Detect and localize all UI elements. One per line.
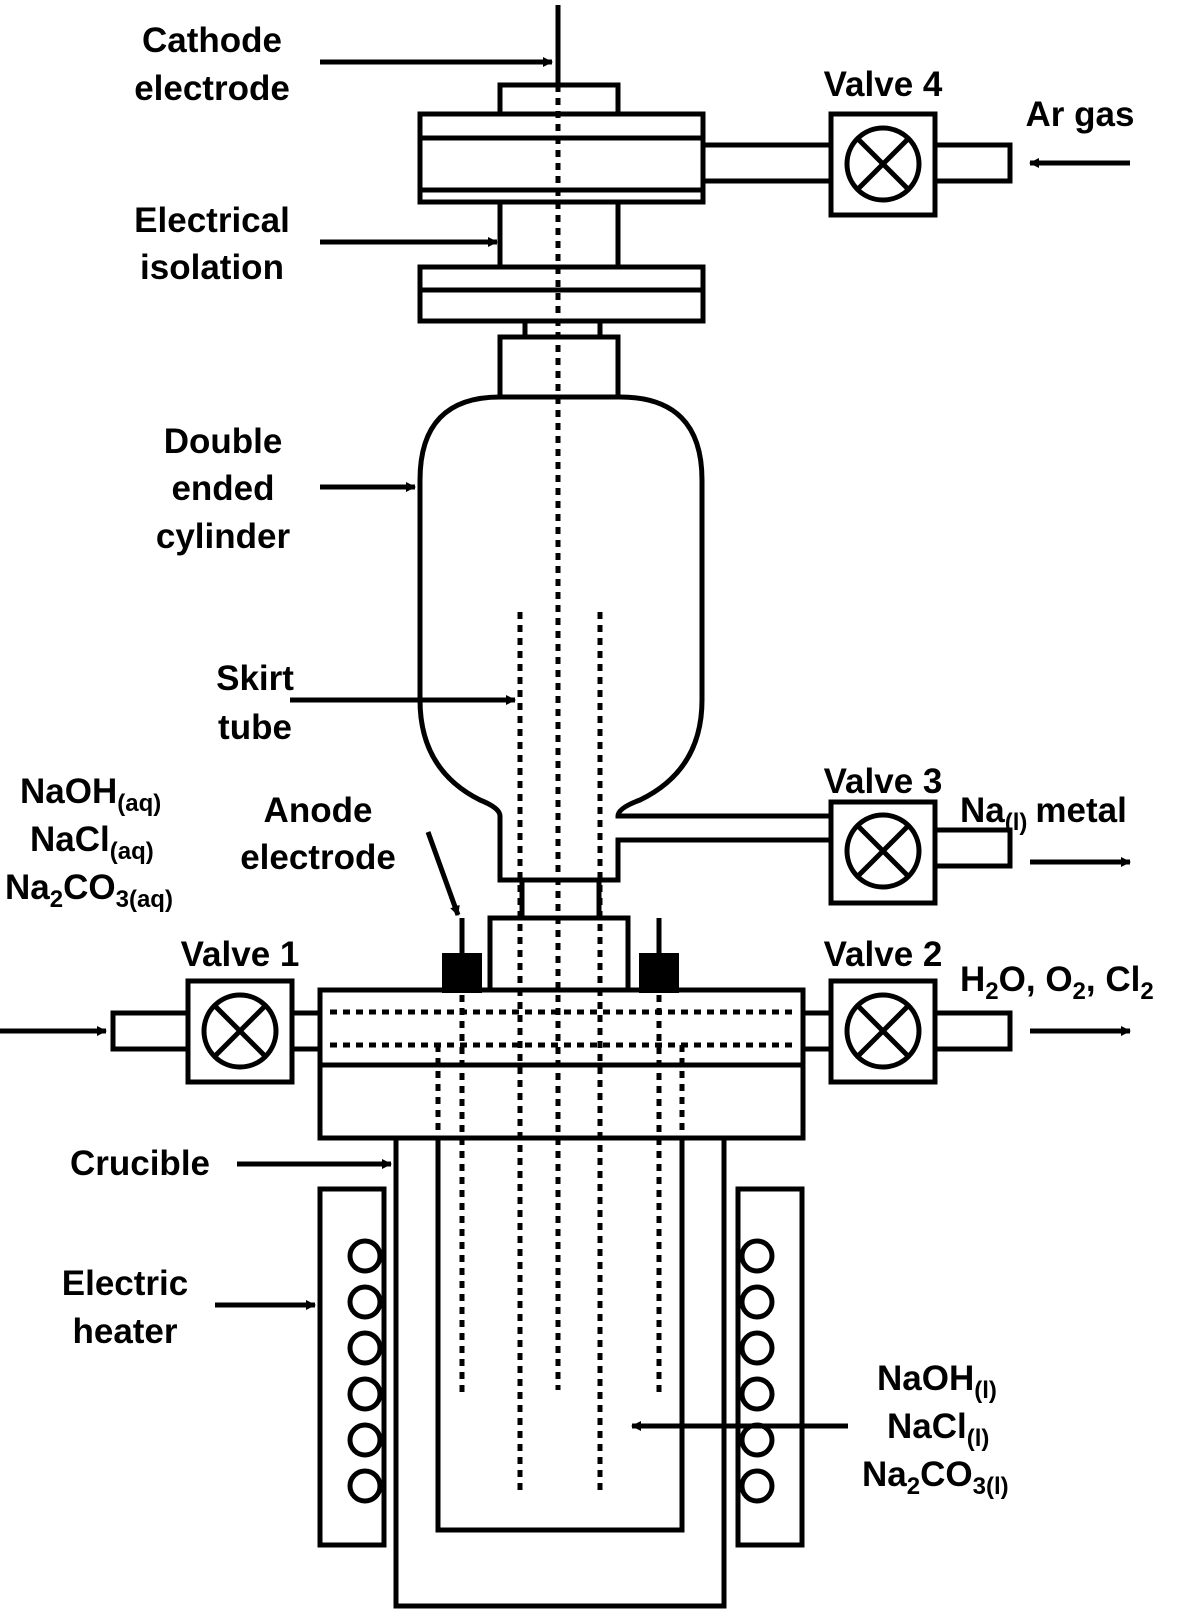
- valve2-pipe-out: [932, 1010, 1013, 1052]
- label-electric-heater: Electric heater: [62, 1264, 188, 1351]
- svg-text:ended: ended: [171, 469, 274, 508]
- label-electrical-isolation: Electrical isolation: [134, 201, 290, 287]
- svg-text:tube: tube: [218, 708, 292, 747]
- label-skirt-tube: Skirt tube: [216, 659, 294, 747]
- valve1-pipe-in: [110, 1010, 191, 1052]
- label-na-metal: Na(l)metal: [960, 791, 1127, 836]
- svg-text:Double: Double: [164, 422, 283, 461]
- svg-text:Na2CO3(l): Na2CO3(l): [862, 1455, 1009, 1500]
- valve3-pipe-out: [932, 827, 1013, 869]
- label-valve1: Valve 1: [181, 935, 300, 974]
- svg-text:electrode: electrode: [134, 69, 290, 108]
- valve-cross-circle-icon: [844, 812, 922, 890]
- svg-text:Na2CO3(aq): Na2CO3(aq): [5, 868, 173, 913]
- anode-block-right: [639, 953, 679, 993]
- svg-text:Electric: Electric: [62, 1264, 188, 1303]
- label-double-ended-cylinder: Double ended cylinder: [156, 422, 291, 556]
- lower-connector-short: [519, 877, 602, 921]
- anode-block-left: [442, 953, 482, 993]
- svg-text:NaOH(l): NaOH(l): [877, 1359, 997, 1404]
- label-ar-gas: Ar gas: [1026, 95, 1135, 134]
- valve4-pipe-out: [932, 142, 1013, 184]
- svg-text:NaCl(aq): NaCl(aq): [30, 820, 154, 865]
- arrow-anode: [425, 831, 461, 916]
- heater-coil-circle-icon: [739, 1238, 775, 1504]
- svg-text:NaOH(aq): NaOH(aq): [20, 772, 161, 817]
- svg-text:Anode: Anode: [264, 791, 373, 830]
- lower-connector-block: [487, 915, 631, 993]
- label-cathode-electrode: Cathode electrode: [134, 21, 290, 108]
- label-valve4: Valve 4: [824, 65, 943, 104]
- lower-flange: [417, 264, 706, 324]
- svg-text:Cathode: Cathode: [142, 21, 282, 60]
- svg-text:cylinder: cylinder: [156, 517, 291, 556]
- heater-left: [317, 1186, 387, 1548]
- label-aqueous-feed: NaOH(aq) NaCl(aq) Na2CO3(aq): [5, 772, 173, 913]
- svg-text:Electrical: Electrical: [134, 201, 290, 240]
- label-molten-salt: NaOH(l) NaCl(l) Na2CO3(l): [862, 1359, 1009, 1500]
- crucible-inner: [435, 1138, 685, 1533]
- label-crucible: Crucible: [70, 1144, 210, 1183]
- ar-gas-pipe: [700, 142, 834, 184]
- valve1-pipe-link: [289, 1010, 323, 1052]
- valve2-pipe-link: [800, 1010, 834, 1052]
- svg-text:heater: heater: [72, 1312, 177, 1351]
- heater-coil-circle-icon: [347, 1238, 383, 1504]
- label-gas-products: H2O, O2, Cl2: [960, 960, 1154, 1005]
- svg-text:electrode: electrode: [240, 838, 396, 877]
- valve-cross-circle-icon: [201, 992, 279, 1070]
- heater-right: [735, 1186, 805, 1548]
- crucible-outer: [393, 1138, 727, 1609]
- label-anode-electrode: Anode electrode: [240, 791, 396, 877]
- valve-cross-circle-icon: [844, 992, 922, 1070]
- svg-text:isolation: isolation: [140, 248, 284, 287]
- valve-cross-circle-icon: [844, 125, 922, 203]
- label-valve2: Valve 2: [824, 935, 943, 974]
- svg-text:Skirt: Skirt: [216, 659, 294, 698]
- label-valve3: Valve 3: [824, 762, 943, 801]
- svg-text:NaCl(l): NaCl(l): [887, 1407, 989, 1452]
- double-ended-cylinder: [417, 394, 843, 883]
